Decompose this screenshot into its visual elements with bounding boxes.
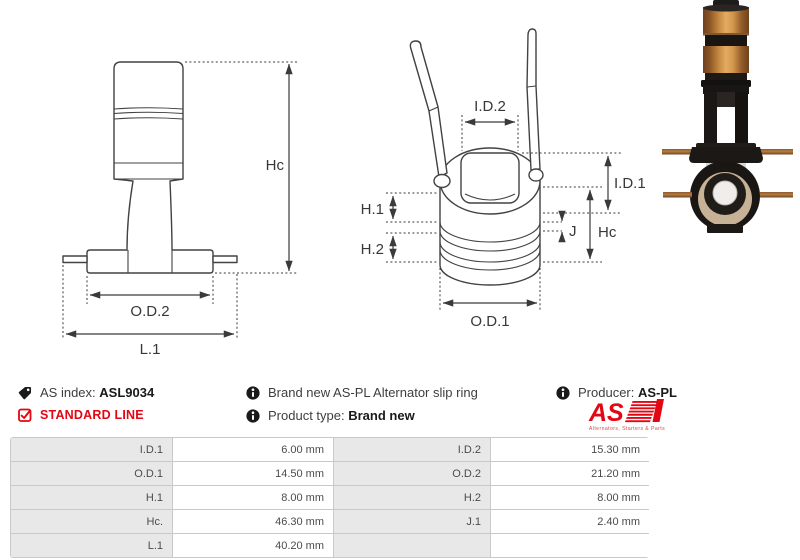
photo-shaft-hole (712, 180, 738, 206)
photo-upper-pin-left (662, 149, 692, 155)
dim-label-cell: H.2 (333, 485, 491, 510)
right-lead-foot (528, 168, 544, 182)
checkbox-icon (18, 408, 32, 422)
dim-value-cell: 2.40 mm (490, 509, 649, 534)
table-row: H.1 8.00 mm H.2 8.00 mm (10, 485, 649, 510)
photo-cage-leg-left (704, 92, 717, 154)
standard-line-field: STANDARD LINE (18, 408, 144, 422)
table-row: Hc. 46.30 mm J.1 2.40 mm (10, 509, 649, 534)
dim-value-cell: 40.20 mm (172, 533, 334, 558)
left-lead-wire (409, 40, 448, 178)
description-text: Brand new AS-PL Alternator slip ring (268, 385, 478, 400)
tag-icon (18, 386, 31, 399)
product-type-field: Product type: Brand new (246, 408, 415, 423)
dim-label-j: J (569, 223, 577, 240)
info-icon (556, 385, 570, 400)
photo-flange (689, 147, 763, 163)
dim-label-cell: O.D.2 (333, 461, 491, 486)
dim-label-l1: L.1 (140, 341, 161, 358)
logo-text: AS (588, 399, 624, 427)
dim-value-cell: 8.00 mm (172, 485, 334, 510)
dim-label-cell: J.1 (333, 509, 491, 534)
as-index-value: ASL9034 (99, 385, 155, 400)
photo-cage-top (703, 85, 749, 94)
right-pin (212, 255, 238, 264)
dim-label-hc-2: Hc (598, 224, 617, 241)
dimensions-table: I.D.1 6.00 mm I.D.2 15.30 mm O.D.1 14.50… (10, 437, 649, 558)
product-photo (662, 0, 793, 233)
logo-tagline: Alternators, Starters & Parts (589, 426, 665, 432)
dim-label-cell: L.1 (10, 533, 173, 558)
dim-label-od1: O.D.1 (470, 313, 509, 330)
perspective-view-drawing: I.D.2 I.D.1 Hc H.1 H.2 J O.D.1 (361, 28, 646, 330)
aspl-logo: AS Alternators, Starters & Parts (585, 399, 669, 433)
product-type-value: Brand new (348, 408, 415, 423)
inner-opening (460, 152, 520, 204)
dim-label-id2: I.D.2 (474, 98, 506, 115)
slip-ring-side-outline (86, 61, 214, 274)
dim-value-cell: 8.00 mm (490, 485, 649, 510)
photo-insulator-band (705, 35, 747, 47)
description-field: Brand new AS-PL Alternator slip ring (246, 385, 478, 400)
left-pin (62, 255, 88, 264)
dim-label-od2: O.D.2 (130, 303, 169, 320)
table-row: L.1 40.20 mm (10, 533, 649, 558)
product-type-label: Product type: (268, 408, 345, 423)
dim-label-cell: I.D.2 (333, 437, 491, 462)
right-lead-wire (526, 28, 541, 171)
dim-value-cell (490, 533, 649, 558)
photo-copper-ring-2 (703, 46, 749, 73)
dimensions-table-wrap: I.D.1 6.00 mm I.D.2 15.30 mm O.D.1 14.50… (10, 437, 649, 558)
dim-label-h1: H.1 (361, 201, 384, 218)
dim-label-cell: H.1 (10, 485, 173, 510)
info-icon (246, 408, 260, 423)
standard-line-text: STANDARD LINE (40, 408, 144, 422)
dim-label-cell: O.D.1 (10, 461, 173, 486)
dim-value-cell: 15.30 mm (490, 437, 649, 462)
producer-label: Producer: (578, 385, 635, 400)
photo-cage-leg-right (735, 92, 748, 154)
dim-value-cell: 6.00 mm (172, 437, 334, 462)
table-row: I.D.1 6.00 mm I.D.2 15.30 mm (10, 437, 649, 462)
dim-value-cell: 14.50 mm (172, 461, 334, 486)
dim-label-cell: Hc. (10, 509, 173, 534)
producer-field: Producer: AS-PL (556, 385, 677, 400)
dim-label-h2: H.2 (361, 241, 384, 258)
as-index-field: AS index: ASL9034 (18, 385, 154, 400)
dim-label-id1: I.D.1 (614, 175, 646, 192)
dim-value-cell: 46.30 mm (172, 509, 334, 534)
left-lead-foot (433, 173, 451, 189)
photo-upper-pin-right (760, 149, 793, 155)
logo-stripes (624, 401, 658, 423)
as-index-label: AS index: (40, 385, 96, 400)
dim-value-cell: 21.20 mm (490, 461, 649, 486)
table-row: O.D.1 14.50 mm O.D.2 21.20 mm (10, 461, 649, 486)
photo-lower-pin-right (760, 192, 793, 198)
info-icon (246, 385, 260, 400)
dim-label-cell (333, 533, 491, 558)
side-view-drawing: Hc O.D.2 L.1 (62, 61, 298, 358)
photo-lower-pin-left (663, 192, 692, 198)
dim-label-hc: Hc (266, 157, 285, 174)
producer-value: AS-PL (638, 385, 677, 400)
dim-label-cell: I.D.1 (10, 437, 173, 462)
